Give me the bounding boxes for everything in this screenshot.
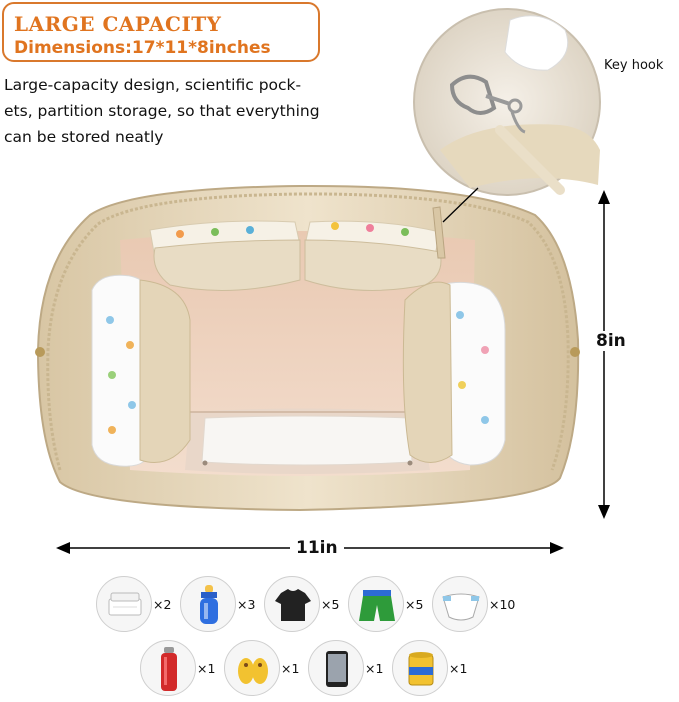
item-count: ×10 bbox=[489, 597, 516, 612]
baby-bottle-icon bbox=[180, 576, 236, 632]
item-count: ×5 bbox=[321, 597, 340, 612]
top-pockets bbox=[149, 220, 442, 291]
tablet-icon bbox=[308, 640, 364, 696]
description-line: ets, partition storage, so that everythi… bbox=[4, 102, 320, 120]
shorts-icon bbox=[348, 576, 404, 632]
key-hook-callout bbox=[413, 8, 601, 196]
dimensions-text: Dimensions:17*11*8inches bbox=[14, 38, 271, 58]
item-count: ×1 bbox=[281, 661, 300, 676]
tshirt-icon bbox=[264, 576, 320, 632]
wipes-icon bbox=[96, 576, 152, 632]
thermos-icon bbox=[140, 640, 196, 696]
item-count: ×1 bbox=[197, 661, 216, 676]
formula-can-icon bbox=[392, 640, 448, 696]
item-count: ×2 bbox=[153, 597, 172, 612]
callout-pointer bbox=[442, 187, 479, 223]
height-arrow bbox=[598, 190, 610, 519]
page-title: LARGE CAPACITY bbox=[14, 12, 222, 36]
item-count: ×5 bbox=[405, 597, 424, 612]
bag-lining bbox=[120, 231, 475, 476]
item-count: ×1 bbox=[365, 661, 384, 676]
description-line: can be stored neatly bbox=[4, 128, 164, 146]
item-count: ×3 bbox=[237, 597, 256, 612]
key-hook-strap bbox=[432, 206, 446, 259]
left-diaper-stack bbox=[91, 274, 191, 467]
title-box: LARGE CAPACITY Dimensions:17*11*8inches bbox=[2, 2, 320, 62]
item-count: ×1 bbox=[449, 661, 468, 676]
width-label: 11in bbox=[290, 538, 344, 558]
description-line: Large-capacity design, scientific pock- bbox=[4, 76, 302, 94]
height-label: 8in bbox=[594, 331, 628, 351]
description: Large-capacity design, scientific pock- … bbox=[4, 72, 354, 150]
key-hook-label: Key hook bbox=[604, 58, 664, 73]
diaper-icon bbox=[432, 576, 488, 632]
baby-shoes-icon bbox=[224, 640, 280, 696]
right-diaper-stack bbox=[402, 281, 506, 466]
